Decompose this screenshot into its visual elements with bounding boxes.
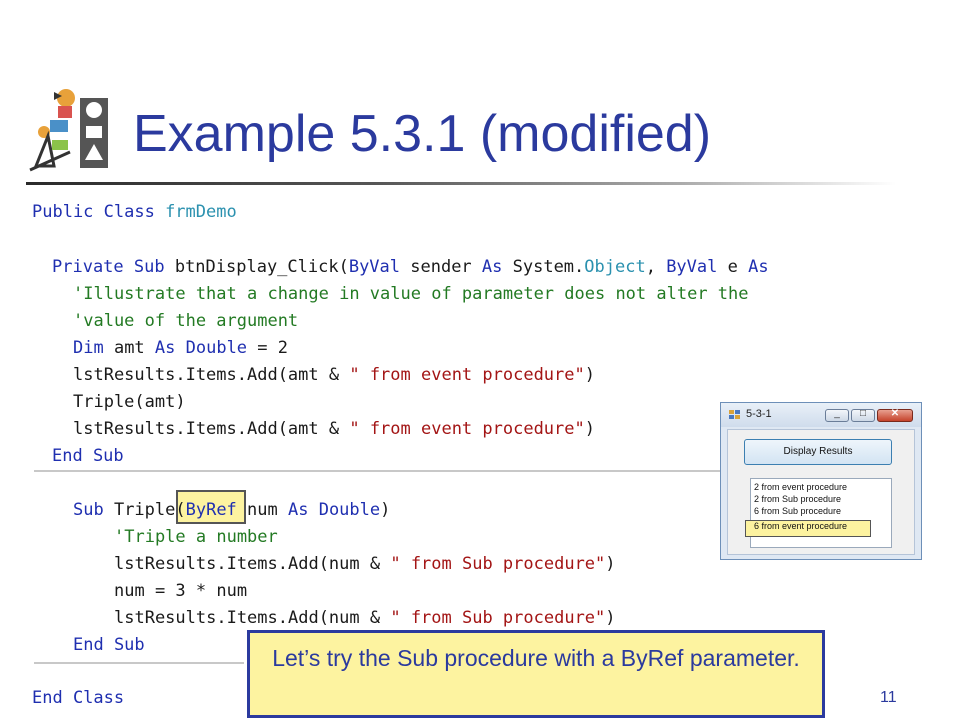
code-token: " from event procedure" bbox=[349, 365, 585, 385]
code-token: ) bbox=[380, 500, 391, 520]
title-underline bbox=[26, 182, 896, 185]
code-token: lstResults.Items.Add(num & bbox=[114, 554, 391, 574]
code-token: As bbox=[748, 257, 769, 277]
list-item[interactable]: 6 from event procedure bbox=[754, 521, 848, 531]
line-public-class: Public Class frmDemo bbox=[32, 201, 237, 223]
code-token: , bbox=[645, 257, 667, 277]
code-separator bbox=[34, 662, 244, 664]
code-token: 'value of the argument bbox=[73, 311, 299, 331]
code-token: As bbox=[154, 338, 186, 358]
code-token: 'Triple a number bbox=[114, 527, 278, 547]
line-end-sub-1: End Sub bbox=[52, 445, 124, 467]
code-panel: Public Class frmDemo Private Sub btnDisp… bbox=[0, 196, 800, 716]
code-token: Triple( bbox=[113, 500, 186, 520]
code-token: Object bbox=[584, 257, 646, 277]
code-token: ByVal bbox=[666, 257, 728, 277]
code-token: As bbox=[481, 257, 513, 277]
line-add-sub-2: lstResults.Items.Add(num & " from Sub pr… bbox=[114, 607, 616, 629]
callout-box: Let’s try the Sub procedure with a ByRef… bbox=[247, 630, 825, 718]
maximize-button[interactable]: □ bbox=[851, 408, 875, 422]
minimize-button[interactable]: _ bbox=[825, 408, 849, 422]
line-triple-call: Triple(amt) bbox=[73, 391, 186, 413]
line-add-event-2: lstResults.Items.Add(amt & " from event … bbox=[73, 418, 595, 440]
code-token: num bbox=[247, 500, 288, 520]
code-token: Double bbox=[185, 338, 258, 358]
code-token: lstResults.Items.Add(amt & bbox=[73, 419, 350, 439]
code-token: = 2 bbox=[257, 338, 288, 358]
byref-highlight bbox=[176, 490, 246, 524]
code-token: 'Illustrate that a change in value of pa… bbox=[73, 284, 749, 304]
close-icon: ✕ bbox=[890, 408, 900, 419]
line-num-assign: num = 3 * num bbox=[114, 580, 247, 602]
code-token: End Sub bbox=[52, 446, 124, 466]
code-token: ) bbox=[605, 554, 616, 574]
results-listbox[interactable]: 2 from event procedure 2 from Sub proced… bbox=[750, 478, 892, 548]
code-token: ByRef bbox=[185, 500, 248, 520]
code-token: Private Sub bbox=[52, 257, 175, 277]
code-token: Dim bbox=[73, 338, 114, 358]
line-end-sub-2: End Sub bbox=[73, 634, 145, 656]
code-token: ) bbox=[605, 608, 616, 628]
code-token: As bbox=[287, 500, 319, 520]
display-results-button[interactable]: Display Results bbox=[744, 439, 892, 465]
line-sub-triple: Sub Triple(ByRef num As Double) bbox=[73, 499, 390, 521]
code-token: End Class bbox=[32, 688, 125, 708]
code-token: sender bbox=[410, 257, 482, 277]
code-token: Public Class bbox=[32, 202, 166, 222]
list-item-highlight bbox=[745, 520, 871, 537]
code-token: lstResults.Items.Add(amt & bbox=[73, 365, 350, 385]
list-item[interactable]: 6 from Sub procedure bbox=[754, 506, 842, 516]
code-token: lstResults.Items.Add(num & bbox=[114, 608, 391, 628]
line-comment-1: 'Illustrate that a change in value of pa… bbox=[73, 283, 749, 305]
code-token: " from Sub procedure" bbox=[390, 554, 606, 574]
window-titlebar[interactable]: 5-3-1 _ □ ✕ bbox=[721, 403, 921, 427]
code-token: End Sub bbox=[73, 635, 145, 655]
code-token: ) bbox=[584, 419, 595, 439]
presentation-logo bbox=[29, 89, 108, 172]
window-title: 5-3-1 bbox=[746, 408, 772, 420]
line-add-event-1: lstResults.Items.Add(amt & " from event … bbox=[73, 364, 595, 386]
code-separator bbox=[34, 470, 724, 472]
list-item[interactable]: 2 from Sub procedure bbox=[754, 494, 842, 504]
maximize-icon: □ bbox=[859, 408, 867, 419]
line-dim-amt: Dim amt As Double = 2 bbox=[73, 337, 288, 359]
line-comment-3: 'Triple a number bbox=[114, 526, 278, 548]
app-window: 5-3-1 _ □ ✕ Display Results 2 from event… bbox=[720, 402, 922, 560]
page-number: 11 bbox=[880, 689, 897, 706]
code-token: num = 3 * num bbox=[114, 581, 248, 601]
slide-title: Example 5.3.1 (modified) bbox=[133, 105, 712, 163]
code-token: ByVal bbox=[348, 257, 411, 277]
line-private-sub: Private Sub btnDisplay_Click(ByVal sende… bbox=[52, 256, 769, 278]
app-icon bbox=[729, 410, 740, 419]
code-token: btnDisplay_Click( bbox=[174, 257, 349, 277]
code-token: " from Sub procedure" bbox=[390, 608, 606, 628]
minimize-icon: _ bbox=[834, 408, 840, 419]
list-item[interactable]: 2 from event procedure bbox=[754, 482, 848, 492]
code-token: ) bbox=[584, 365, 595, 385]
code-token: " from event procedure" bbox=[349, 419, 585, 439]
code-token: frmDemo bbox=[165, 202, 237, 222]
line-end-class: End Class bbox=[32, 687, 124, 709]
code-token: Double bbox=[318, 500, 381, 520]
line-comment-2: 'value of the argument bbox=[73, 310, 298, 332]
code-token: Sub bbox=[73, 500, 114, 520]
code-token: amt bbox=[113, 338, 155, 358]
code-token: Triple(amt) bbox=[73, 392, 186, 412]
code-token: e bbox=[727, 257, 749, 277]
code-token: System. bbox=[512, 257, 585, 277]
close-button[interactable]: ✕ bbox=[877, 408, 913, 422]
line-add-sub-1: lstResults.Items.Add(num & " from Sub pr… bbox=[114, 553, 616, 575]
